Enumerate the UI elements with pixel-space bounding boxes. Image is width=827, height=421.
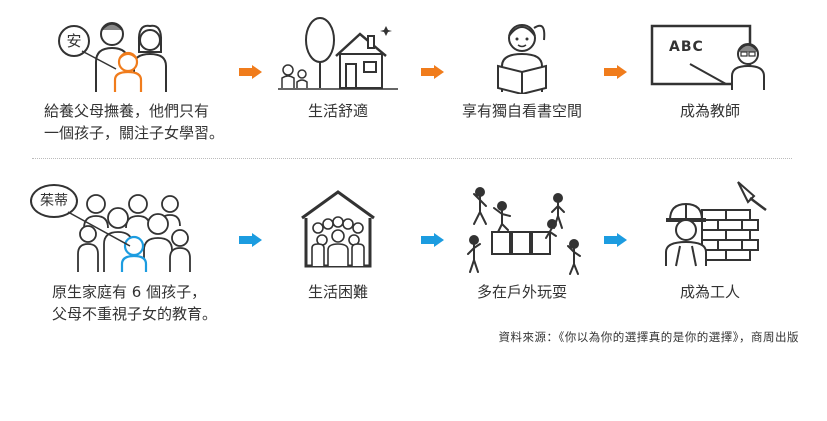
- caption-line: 父母不重視子女的教育。: [52, 305, 218, 323]
- arrow-icon: [604, 64, 628, 83]
- name-badge-text: 安: [66, 32, 82, 50]
- caption-line: 成為教師: [679, 102, 740, 120]
- caption-line: 多在戶外玩耍: [476, 283, 567, 301]
- step-caption: 給養父母撫養，他們只有 一個孩子，關注子女學習。: [44, 100, 224, 144]
- girl-reading-icon: [488, 14, 558, 94]
- badge-pointer: [80, 49, 120, 77]
- caption-line: 一個孩子，關注子女學習。: [44, 124, 225, 142]
- children-playing-outdoor-icon: [466, 184, 586, 276]
- name-badge: 茱蒂: [30, 184, 78, 218]
- arrow-icon: [421, 64, 445, 83]
- construction-worker-icon: [662, 176, 774, 268]
- source-note: 資料來源：《你以為你的選擇真的是你的選擇》，商周出版: [498, 330, 799, 344]
- arrow-icon: [239, 232, 263, 251]
- caption-line: 成為工人: [679, 283, 740, 301]
- step-caption: 成為教師: [660, 100, 760, 122]
- teacher-blackboard-icon: [650, 24, 770, 92]
- caption-line: 給養父母撫養，他們只有: [44, 102, 210, 120]
- caption-line: 享有獨自看書空間: [461, 102, 582, 120]
- step-caption: 成為工人: [660, 281, 760, 303]
- step-caption: 生活困難: [278, 281, 398, 303]
- house-crowded-icon: [296, 188, 380, 270]
- step-caption: 原生家庭有 6 個孩子， 父母不重視子女的教育。: [52, 281, 217, 325]
- row-divider: [32, 158, 792, 159]
- caption-line: 生活舒適: [307, 102, 368, 120]
- board-text: ABC: [669, 39, 704, 55]
- step-caption: 享有獨自看書空間: [447, 100, 597, 122]
- family-small-icon: [60, 14, 175, 94]
- house-comfortable-icon: [278, 12, 398, 92]
- arrow-icon: [239, 64, 263, 83]
- arrow-icon: [604, 232, 628, 251]
- family-large-icon: [72, 188, 192, 272]
- caption-line: 生活困難: [307, 283, 368, 301]
- badge-pointer: [66, 210, 136, 254]
- step-caption: 多在戶外玩耍: [460, 281, 584, 303]
- caption-line: 原生家庭有 6 個孩子，: [52, 283, 207, 301]
- name-badge-text: 茱蒂: [40, 193, 68, 209]
- arrow-icon: [421, 232, 445, 251]
- step-caption: 生活舒適: [278, 100, 398, 122]
